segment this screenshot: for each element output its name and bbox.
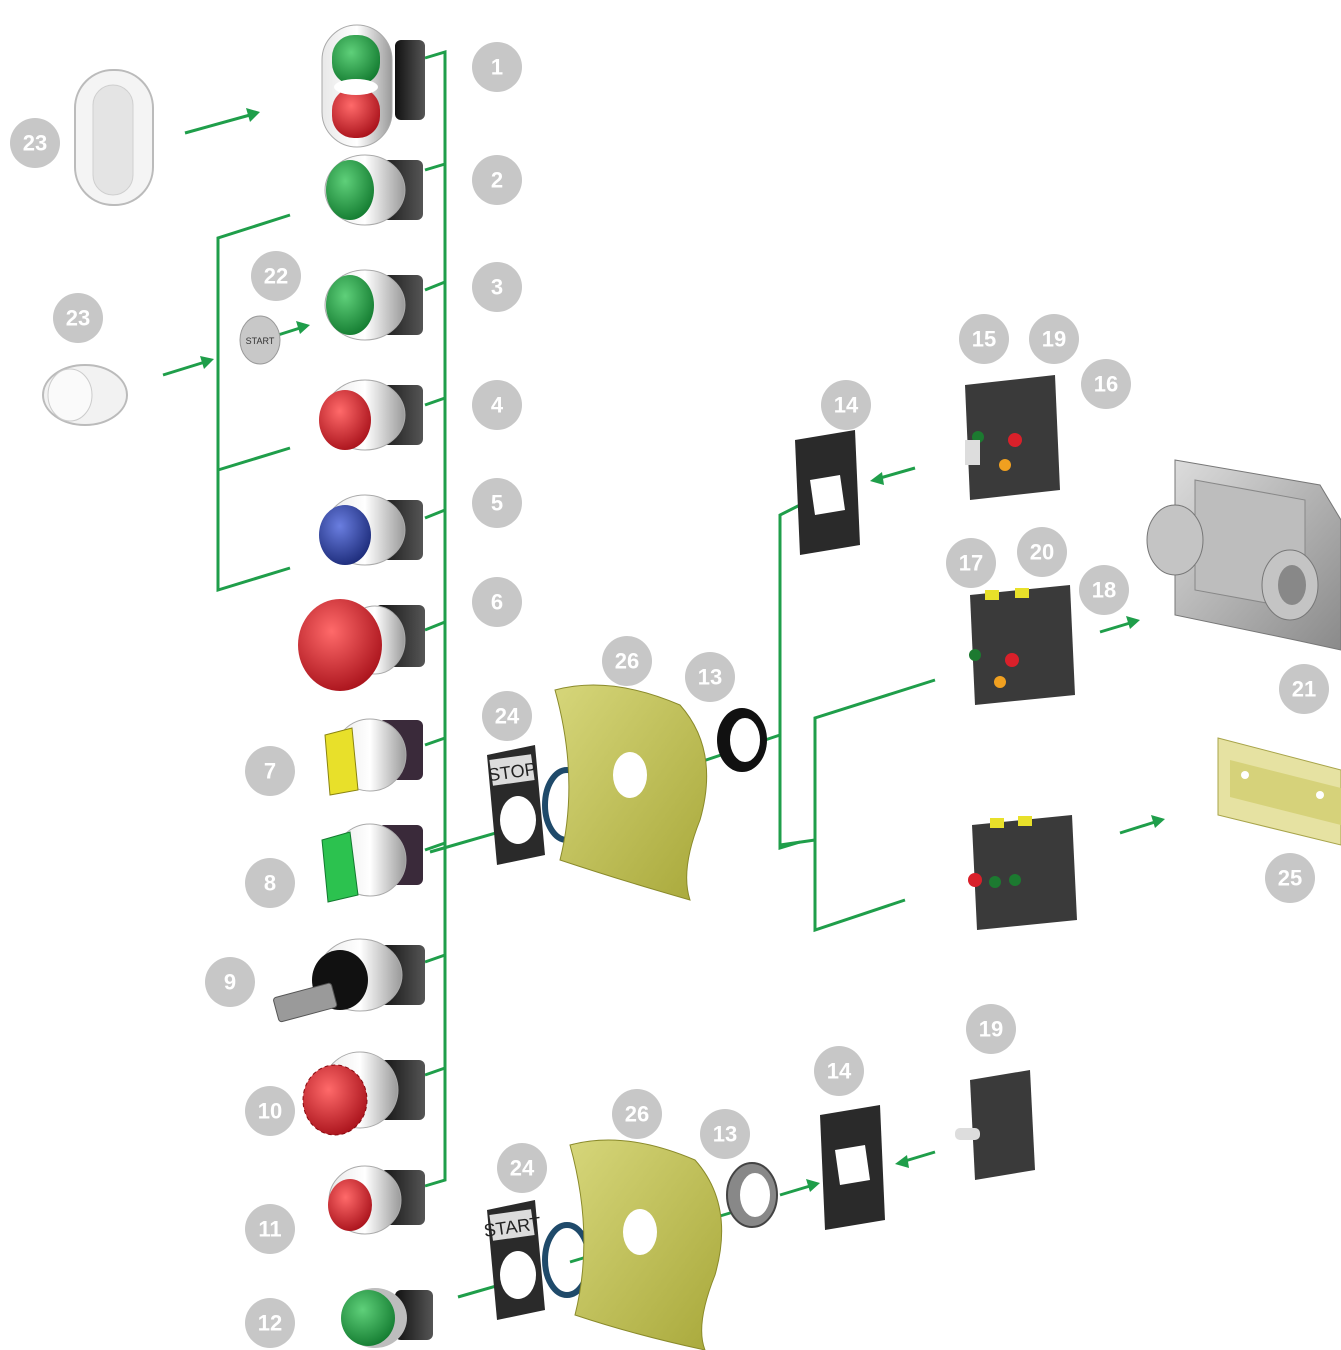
- callout-4: 4: [472, 380, 522, 430]
- callout-18: 18: [1079, 565, 1129, 615]
- callout-1: 1: [472, 42, 522, 92]
- callout-14-bottom: 14: [814, 1046, 864, 1096]
- callout-2: 2: [472, 155, 522, 205]
- connection-lines: [216, 49, 936, 1188]
- legend-plate-bottom: START: [482, 1200, 545, 1320]
- callout-19-top: 19: [1029, 314, 1079, 364]
- pushbutton-green-bottom: [341, 1288, 433, 1348]
- callout-24-bottom: 24: [497, 1143, 547, 1193]
- mushroom-head-red: [298, 599, 425, 691]
- callout-number: 16: [1094, 372, 1118, 397]
- callout-10: 10: [245, 1086, 295, 1136]
- callout-26-bottom: 26: [612, 1089, 662, 1139]
- callout-number: 7: [264, 759, 276, 784]
- callout-number: 3: [491, 275, 503, 300]
- callout-badges: 1 2 3 4 5 6 7 8 9 10 11 12 13 13 14 14 1…: [10, 42, 1329, 1348]
- contact-block-lower: [968, 815, 1077, 930]
- callout-number: 24: [510, 1156, 535, 1181]
- callout-25: 25: [1265, 853, 1315, 903]
- contact-block-single-bottom: [955, 1070, 1035, 1180]
- callout-number: 10: [258, 1099, 282, 1124]
- callout-5: 5: [472, 478, 522, 528]
- callout-number: 17: [959, 551, 983, 576]
- callout-number: 23: [23, 131, 47, 156]
- callout-23-top: 23: [10, 118, 60, 168]
- selector-switch-yellow: [324, 718, 423, 796]
- callout-number: 5: [491, 491, 503, 516]
- callout-number: 12: [258, 1311, 282, 1336]
- callout-13-bottom: 13: [700, 1109, 750, 1159]
- callout-21: 21: [1279, 664, 1329, 714]
- key-switch: [273, 938, 425, 1023]
- pushbutton-green-flush: [324, 154, 423, 226]
- pushbutton-green-extended: [324, 269, 423, 341]
- callout-7: 7: [245, 746, 295, 796]
- callout-13-top: 13: [685, 652, 735, 702]
- lock-nut-bottom: [726, 1162, 778, 1228]
- cap-insert-label: START: [246, 336, 275, 346]
- callout-number: 24: [495, 704, 520, 729]
- callout-20: 20: [1017, 527, 1067, 577]
- callout-number: 8: [264, 871, 276, 896]
- callout-26-top: 26: [602, 636, 652, 686]
- twist-release-red: [302, 1051, 425, 1136]
- callout-24-top: 24: [482, 691, 532, 741]
- pushbutton-red-illuminated: [328, 1165, 425, 1235]
- callout-6: 6: [472, 577, 522, 627]
- mounting-adapter-top: [795, 430, 860, 555]
- legend-plate-top: STOP: [487, 745, 545, 865]
- callout-16: 16: [1081, 359, 1131, 409]
- pushbutton-blue: [319, 494, 423, 566]
- callout-number: 14: [834, 393, 859, 418]
- panel-hole-bottom: [623, 1209, 657, 1255]
- callout-number: 22: [264, 264, 288, 289]
- callout-12: 12: [245, 1298, 295, 1348]
- callout-number: 9: [224, 970, 236, 995]
- callout-number: 1: [491, 55, 503, 80]
- callout-23-bottom: 23: [53, 293, 103, 343]
- callout-14-top: 14: [821, 380, 871, 430]
- callout-number: 20: [1030, 540, 1054, 565]
- callout-number: 13: [698, 665, 722, 690]
- pushbutton-red: [319, 379, 423, 451]
- callout-9: 9: [205, 957, 255, 1007]
- callout-number: 23: [66, 306, 90, 331]
- contact-block-triple-middle: [969, 585, 1075, 705]
- callout-number: 14: [827, 1059, 852, 1084]
- callout-15: 15: [959, 314, 1009, 364]
- double-pushbutton: [321, 24, 425, 148]
- callout-number: 26: [615, 649, 639, 674]
- callout-number: 18: [1092, 578, 1116, 603]
- callout-number: 4: [491, 393, 504, 418]
- callout-3: 3: [472, 262, 522, 312]
- callout-number: 21: [1292, 677, 1316, 702]
- callout-22: 22: [251, 251, 301, 301]
- callout-number: 6: [491, 590, 503, 615]
- callout-number: 26: [625, 1102, 649, 1127]
- protective-oval-cover: [74, 69, 154, 206]
- selector-switch-green: [321, 823, 423, 903]
- cap-insert: START: [239, 315, 281, 365]
- callout-number: 2: [491, 168, 503, 193]
- callout-19-bottom: 19: [966, 1004, 1016, 1054]
- panel-hole-top: [613, 752, 647, 798]
- lock-nut-top: [717, 708, 767, 772]
- callout-11: 11: [245, 1204, 295, 1254]
- contact-block-double-top: [965, 375, 1060, 500]
- callout-number: 13: [713, 1122, 737, 1147]
- callout-17: 17: [946, 538, 996, 588]
- din-rail: [1217, 737, 1341, 846]
- callout-8: 8: [245, 858, 295, 908]
- callout-number: 19: [1042, 327, 1066, 352]
- callout-number: 15: [972, 327, 996, 352]
- callout-number: 11: [258, 1217, 281, 1242]
- enclosure-housing: [1146, 459, 1341, 651]
- mounting-adapter-bottom: [820, 1105, 885, 1230]
- protective-round-cover: [42, 364, 128, 426]
- callout-number: 25: [1278, 866, 1302, 891]
- callout-number: 19: [979, 1017, 1003, 1042]
